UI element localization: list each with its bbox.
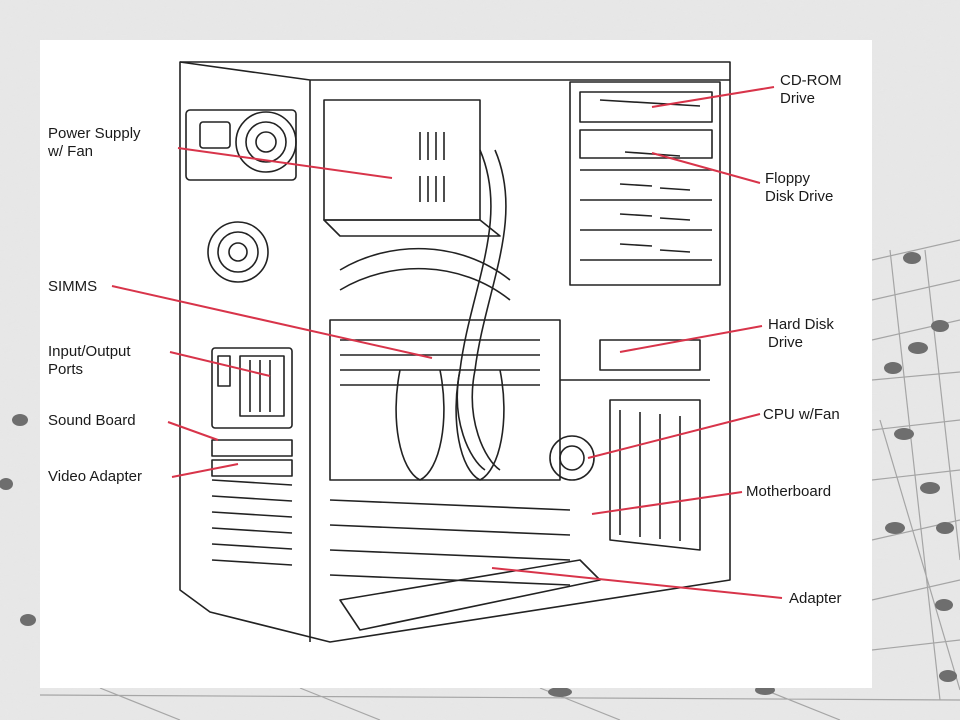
network-mesh — [39, 239, 960, 720]
label-video-adapter: Video Adapter — [48, 468, 142, 485]
label-power-supply: Power Supply w/ Fan — [48, 125, 141, 160]
back-panel — [185, 109, 297, 566]
label-adapter: Adapter — [789, 590, 842, 607]
leader-lines — [111, 86, 783, 599]
power-supply-fan-icon — [235, 111, 297, 173]
case-fan-icon — [207, 221, 269, 283]
diagram-panel: Power Supply w/ Fan SIMMS Input/Output P… — [40, 40, 872, 688]
computer-case-drawing — [111, 61, 783, 643]
label-motherboard: Motherboard — [746, 483, 832, 500]
ribbon-cables — [339, 149, 511, 481]
power-supply-unit — [323, 99, 501, 237]
label-cdrom: CD-ROM Drive — [780, 72, 842, 107]
cpu-fan-icon — [549, 435, 595, 481]
mesh-nodes — [0, 252, 957, 697]
label-simms: SIMMS — [48, 278, 98, 295]
power-socket-icon — [199, 121, 231, 149]
label-cpu: CPU w/Fan — [763, 406, 840, 423]
label-floppy: Floppy Disk Drive — [765, 170, 834, 205]
label-sound-board: Sound Board — [48, 412, 136, 429]
case-outline — [179, 61, 731, 643]
drive-bays — [560, 81, 721, 381]
label-hard-disk: Hard Disk Drive — [768, 316, 834, 351]
label-io-ports: Input/Output Ports — [48, 343, 131, 378]
